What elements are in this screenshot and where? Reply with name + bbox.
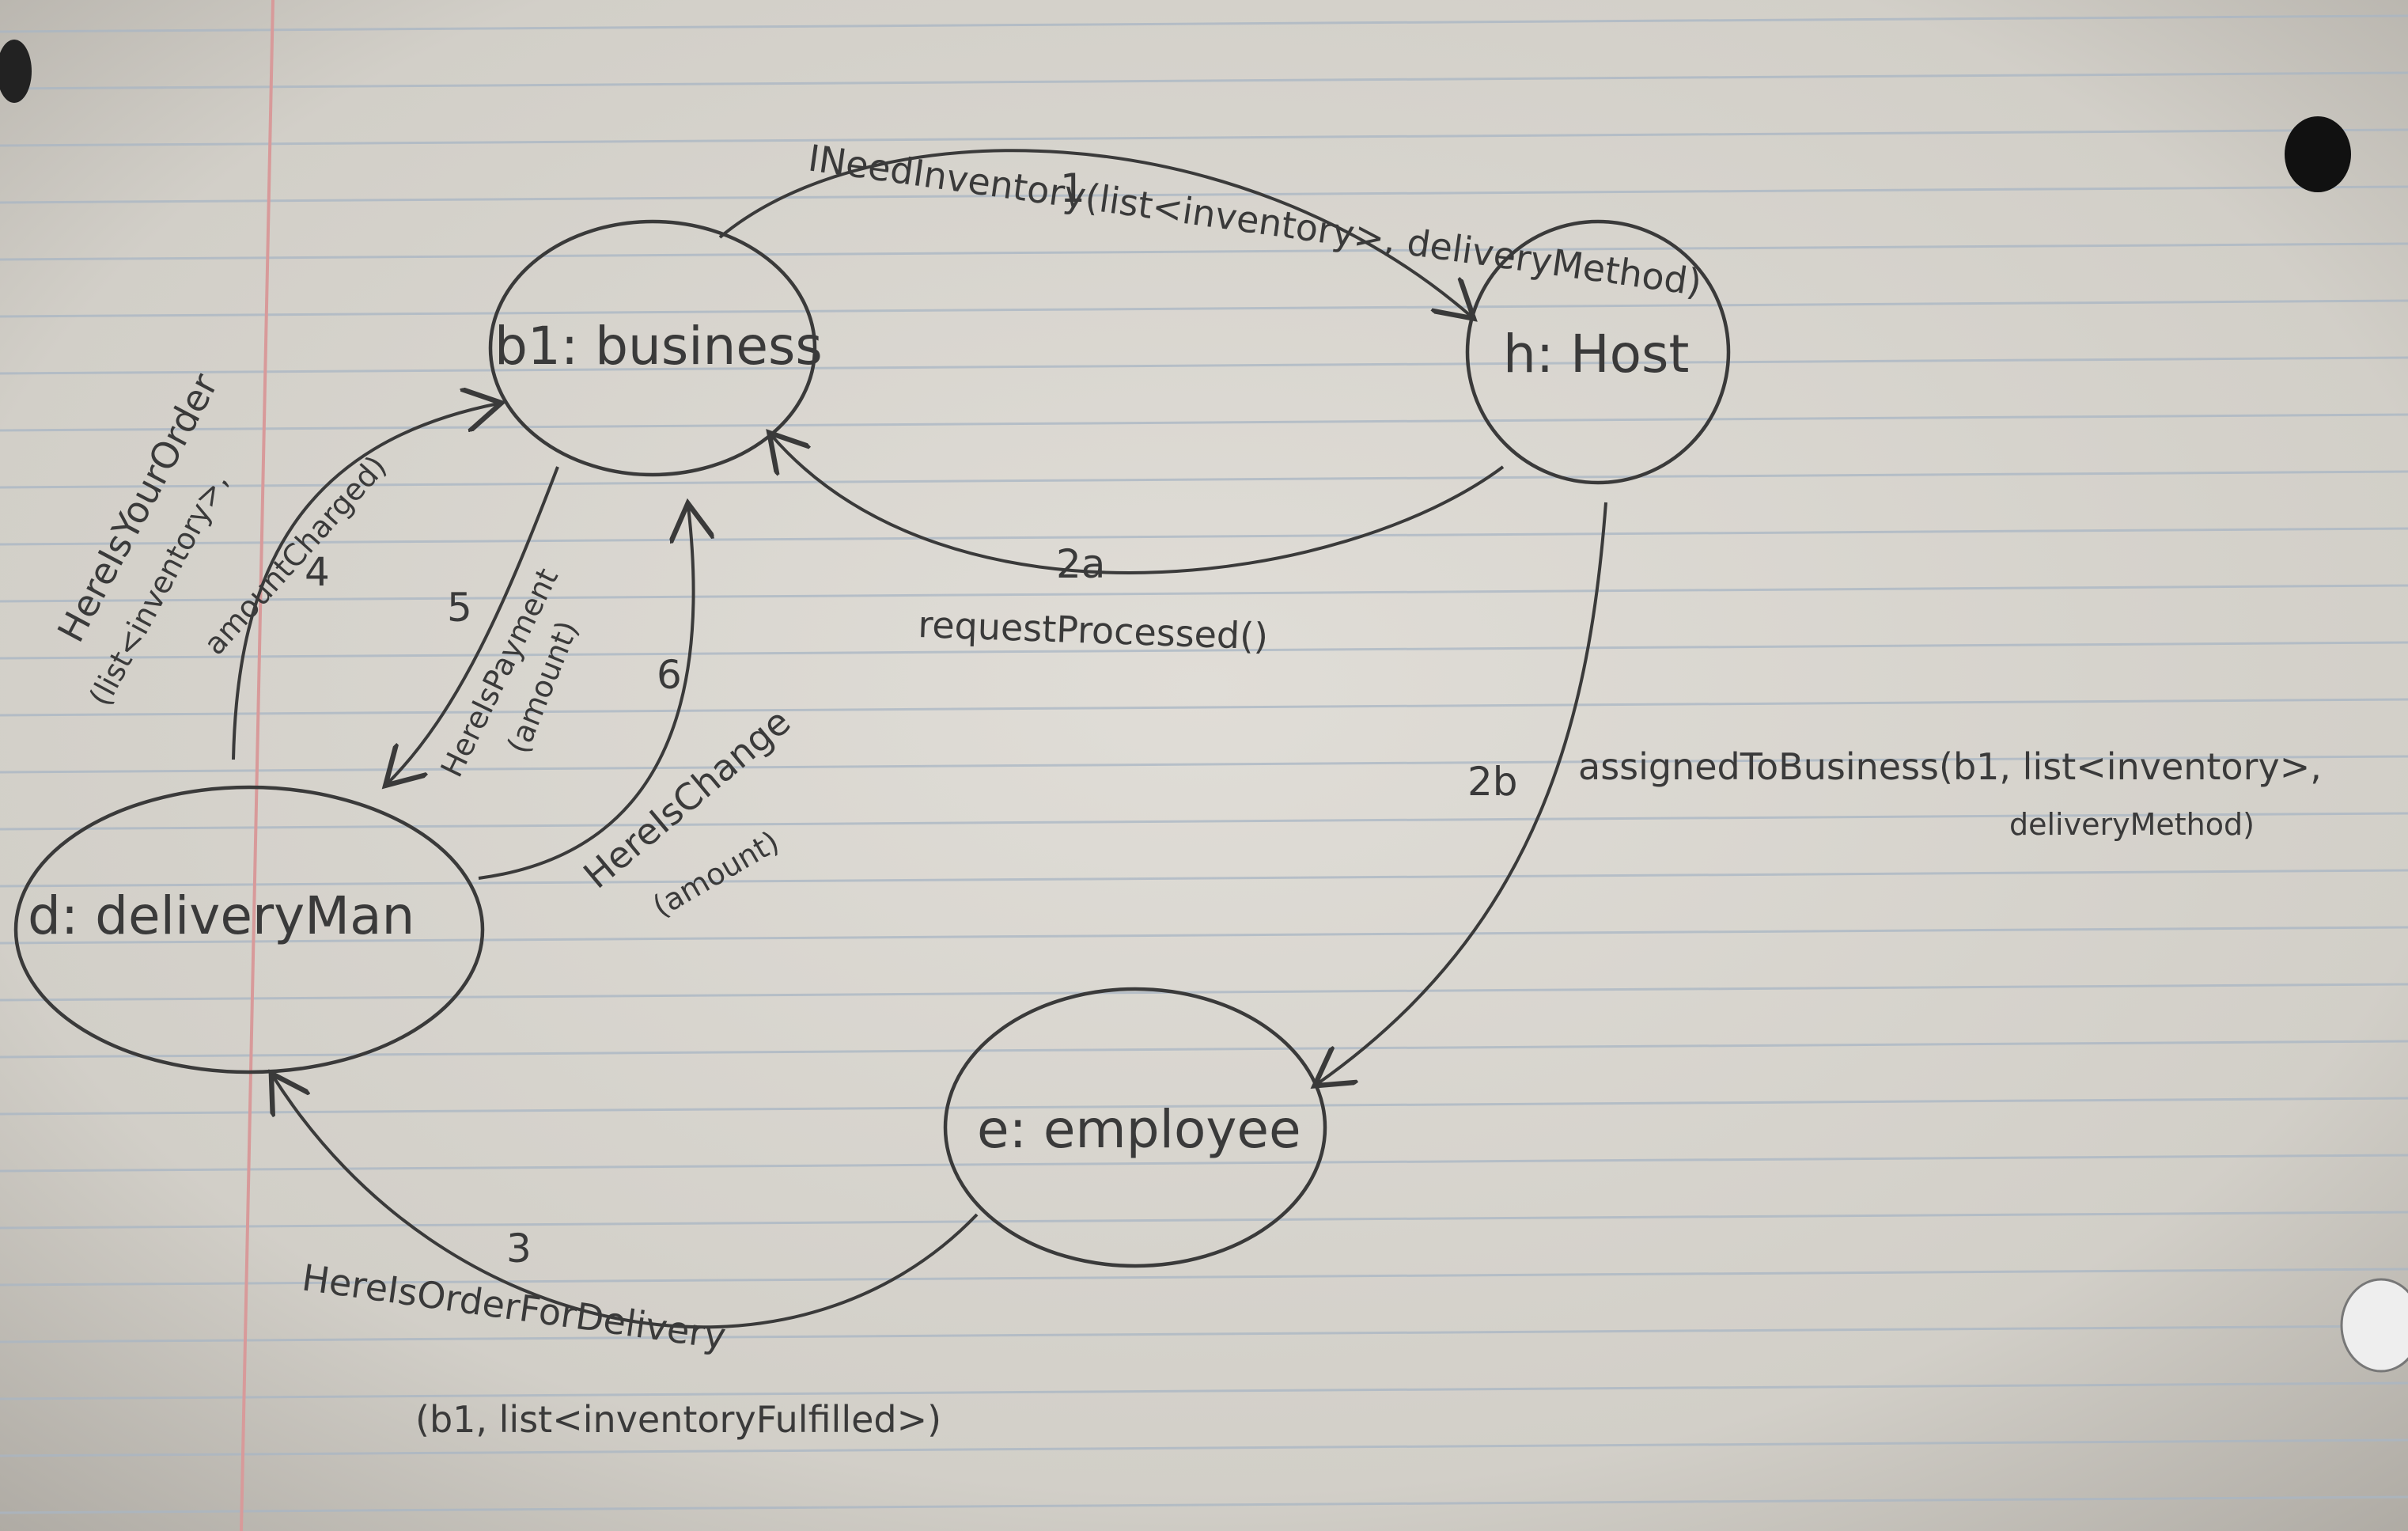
host-node: [1465, 219, 1731, 485]
arrow-5: [388, 466, 559, 783]
message-6-number: 6: [657, 652, 682, 698]
ruled-lines: [0, 14, 2408, 1514]
employee-node-label: e: employee: [977, 1099, 1301, 1160]
message-2a-number: 2a: [1056, 541, 1105, 587]
message-3-number: 3: [506, 1226, 532, 1271]
binder-hole: [0, 40, 32, 103]
business-node-label: b1: business: [494, 316, 823, 377]
arrow-4: [232, 404, 498, 760]
arrow-6: [478, 506, 694, 880]
employee-node: [943, 987, 1327, 1268]
message-2b-label-line2: deliveryMethod): [2009, 807, 2255, 842]
message-4-number: 4: [305, 549, 330, 595]
business-node: [488, 219, 817, 477]
message-1-number: 1: [1060, 165, 1085, 211]
message-2b-label-line1: assignedToBusiness(b1, list<inventory>,: [1578, 745, 2322, 788]
arrow-1: [718, 149, 1471, 316]
message-2b-number: 2b: [1467, 759, 1518, 805]
host-node-label: h: Host: [1503, 324, 1689, 385]
message-3-label-line2: (b1, list<inventoryFulfilled>): [415, 1398, 941, 1441]
arrow-2b: [1317, 502, 1607, 1084]
deliveryman-node: [13, 785, 485, 1074]
margin-line: [240, 0, 274, 1531]
message-5-number: 5: [447, 585, 472, 631]
binder-hole: [2340, 1278, 2408, 1373]
deliveryman-node-label: d: deliveryMan: [28, 885, 415, 946]
binder-hole: [2285, 116, 2351, 192]
arrow-3: [273, 1076, 979, 1329]
arrow-2a: [771, 435, 1505, 574]
